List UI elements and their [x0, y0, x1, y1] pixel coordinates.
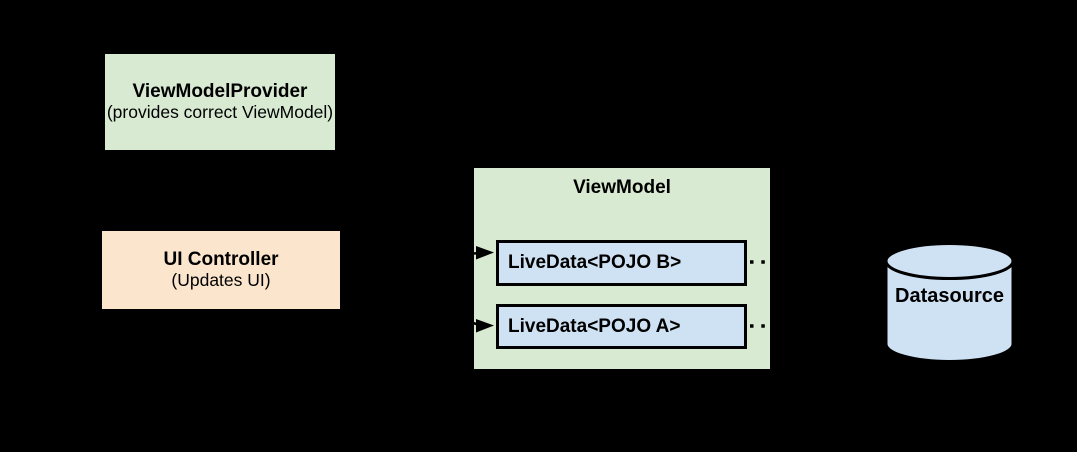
datasource-cylinder-top	[884, 242, 1015, 280]
observe-arrow-b-line	[340, 251, 481, 265]
observe-arrow-a-line	[340, 284, 481, 327]
viewmodelprovider-box: ViewModelProvider (provides correct View…	[105, 54, 335, 150]
livedata-pojo-a-box: LiveData<POJO A>	[496, 304, 747, 349]
ui-controller-subtitle: (Updates UI)	[171, 270, 271, 290]
livedata-pojo-b-box: LiveData<POJO B>	[496, 240, 747, 286]
viewmodelprovider-title: ViewModelProvider	[132, 81, 308, 102]
ui-controller-box: UI Controller (Updates UI)	[102, 231, 340, 309]
livedata-pojo-b-label: LiveData<POJO B>	[508, 252, 682, 273]
livedata-pojo-a-label: LiveData<POJO A>	[508, 315, 681, 337]
datasource-cylinder-body	[884, 261, 1015, 363]
ui-controller-title: UI Controller	[163, 249, 279, 270]
viewmodelprovider-subtitle: (provides correct ViewModel)	[106, 102, 334, 122]
viewmodel-box: ViewModel LiveData<POJO B> LiveData<POJO…	[474, 168, 770, 369]
datasource-label: Datasource	[895, 285, 1004, 307]
viewmodel-title: ViewModel	[573, 177, 671, 198]
